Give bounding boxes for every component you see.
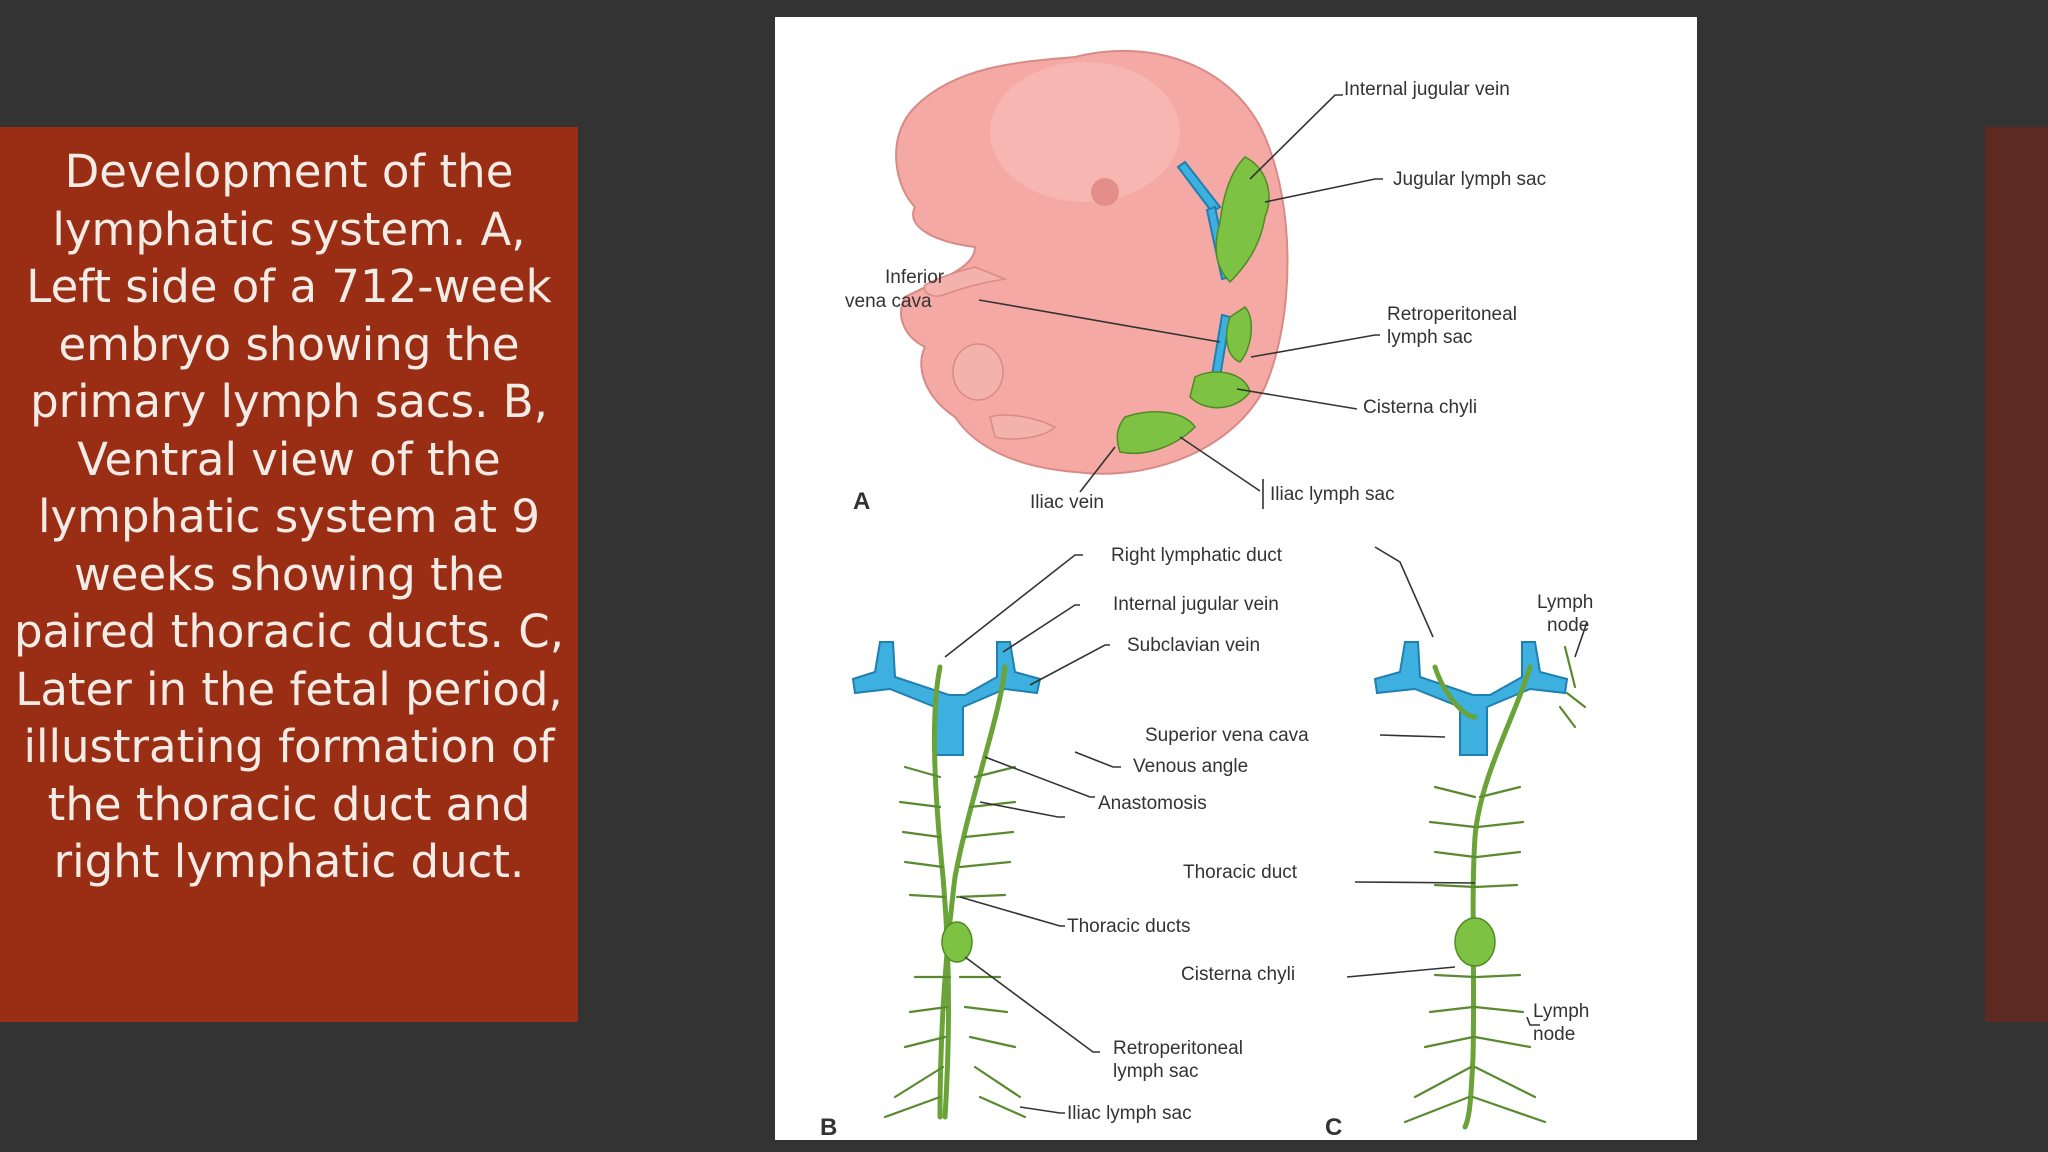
c-label-lymph-node-bottom-line1: Lymph [1533,1001,1589,1022]
c-thoracic-duct [1462,664,1533,1130]
b-retroperitoneal-sac [941,921,973,963]
b-label-superior-vena-cava: Superior vena cava [1145,725,1309,746]
c-lymph-branches [1403,785,1547,1124]
c-venous-system [1373,641,1569,756]
lymphatic-development-figure: Internal jugular vein Jugular lymph sac … [775,17,1697,1140]
b-label-internal-jugular-vein: Internal jugular vein [1113,594,1279,615]
embryo-head [990,62,1180,202]
a-retroperitoneal-sac [1225,306,1253,363]
a-label-internal-jugular-vein: Internal jugular vein [1344,79,1510,100]
embryo-foot [952,343,1004,401]
embryo-arm [923,266,1008,297]
a-label-inferior-vena-cava-line1: Inferior [885,267,945,288]
a-label-inferior-vena-cava-line2: vena cava [845,291,932,312]
panel-b-letter: B [820,1114,837,1140]
c-label-cisterna-chyli: Cisterna chyli [1181,964,1295,985]
b-label-thoracic-ducts: Thoracic ducts [1067,916,1191,937]
a-label-retroperitoneal-line1: Retroperitoneal [1387,304,1517,325]
c-lymph-node-top [1558,645,1587,729]
embryo-leg [989,414,1057,440]
a-label-iliac-vein: Iliac vein [1030,492,1104,513]
b-thoracic-duct-right [931,664,952,1120]
panel-c: Lymph node Thoracic duct Cisterna chyli … [1181,546,1593,1140]
a-iliac-lymph-sac [1116,411,1196,454]
c-label-thoracic-duct: Thoracic duct [1183,862,1298,883]
a-label-cisterna-chyli: Cisterna chyli [1363,397,1477,418]
caption-text: Development of the lymphatic system. A, … [13,145,565,888]
b-label-retroperitoneal-line1: Retroperitoneal [1113,1038,1243,1059]
b-thoracic-duct-left [937,664,1008,1120]
b-label-retroperitoneal-line2: lymph sac [1113,1061,1199,1082]
panel-a-letter: A [853,488,870,515]
c-label-lymph-node-top-line1: Lymph [1537,592,1593,613]
b-label-anastomosis: Anastomosis [1098,793,1207,814]
b-label-subclavian-vein: Subclavian vein [1127,635,1260,656]
a-cisterna-chyli [1189,371,1251,409]
a-label-iliac-lymph-sac: Iliac lymph sac [1270,484,1395,505]
caption-box: Development of the lymphatic system. A, … [0,127,578,1022]
b-label-venous-angle: Venous angle [1133,756,1248,777]
c-cisterna-chyli [1454,917,1496,967]
panel-b: Right lymphatic duct Internal jugular ve… [820,545,1309,1140]
right-accent-strip [1985,127,2048,1022]
b-label-iliac-lymph-sac: Iliac lymph sac [1067,1103,1192,1124]
a-label-retroperitoneal-line2: lymph sac [1387,327,1473,348]
panel-a: Internal jugular vein Jugular lymph sac … [845,49,1546,515]
embryo-eye [1091,178,1119,206]
b-label-right-lymphatic-duct: Right lymphatic duct [1111,545,1283,566]
a-jugular-lymph-sac [1215,156,1270,284]
c-right-lymphatic-duct [1432,664,1478,720]
c-label-lymph-node-top-line2: node [1547,615,1589,636]
b-venous-system [851,641,1042,756]
a-label-jugular-lymph-sac: Jugular lymph sac [1393,169,1546,190]
c-label-lymph-node-bottom-line2: node [1533,1024,1575,1045]
figure-illustration: Internal jugular vein Jugular lymph sac … [820,49,1593,1140]
panel-c-letter: C [1325,1114,1342,1140]
